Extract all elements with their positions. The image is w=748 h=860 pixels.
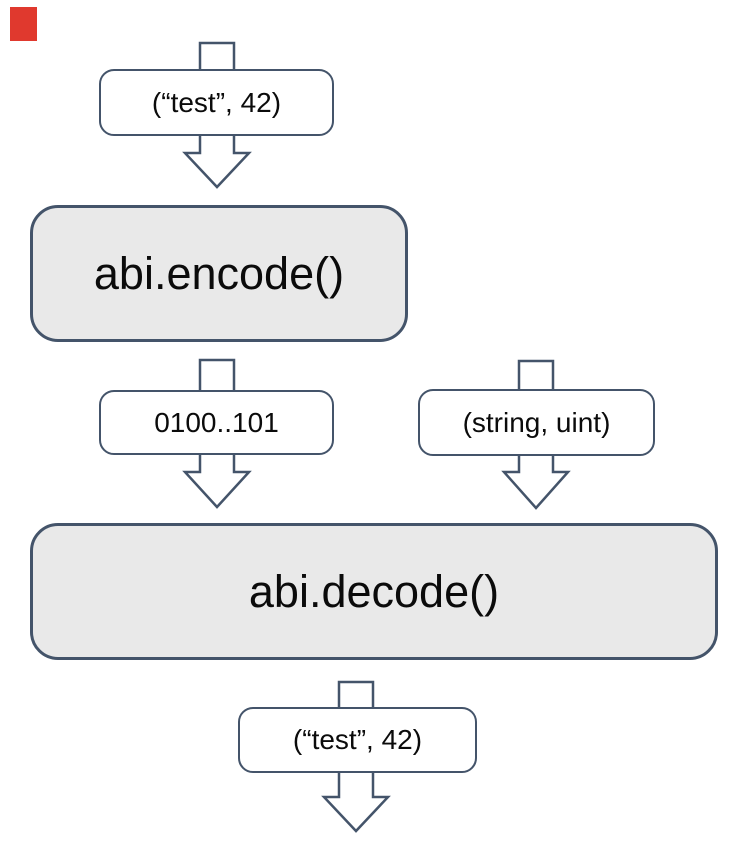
- node-type-tuple: (string, uint): [418, 389, 655, 456]
- node-output-tuple: (“test”, 42): [238, 707, 477, 773]
- node-input-tuple: (“test”, 42): [99, 69, 334, 136]
- node-abi-encode-label: abi.encode(): [93, 248, 345, 299]
- node-output-tuple-label: (“test”, 42): [292, 724, 423, 755]
- node-encoded-bytes: 0100..101: [99, 390, 334, 455]
- node-abi-encode: abi.encode(): [30, 205, 408, 342]
- node-encoded-bytes-label: 0100..101: [154, 406, 279, 438]
- node-input-tuple-label: (“test”, 42): [151, 86, 282, 118]
- node-type-tuple-label: (string, uint): [462, 406, 611, 438]
- node-abi-decode: abi.decode(): [30, 523, 718, 660]
- node-abi-decode-label: abi.decode(): [248, 566, 500, 617]
- red-marker: [10, 7, 37, 41]
